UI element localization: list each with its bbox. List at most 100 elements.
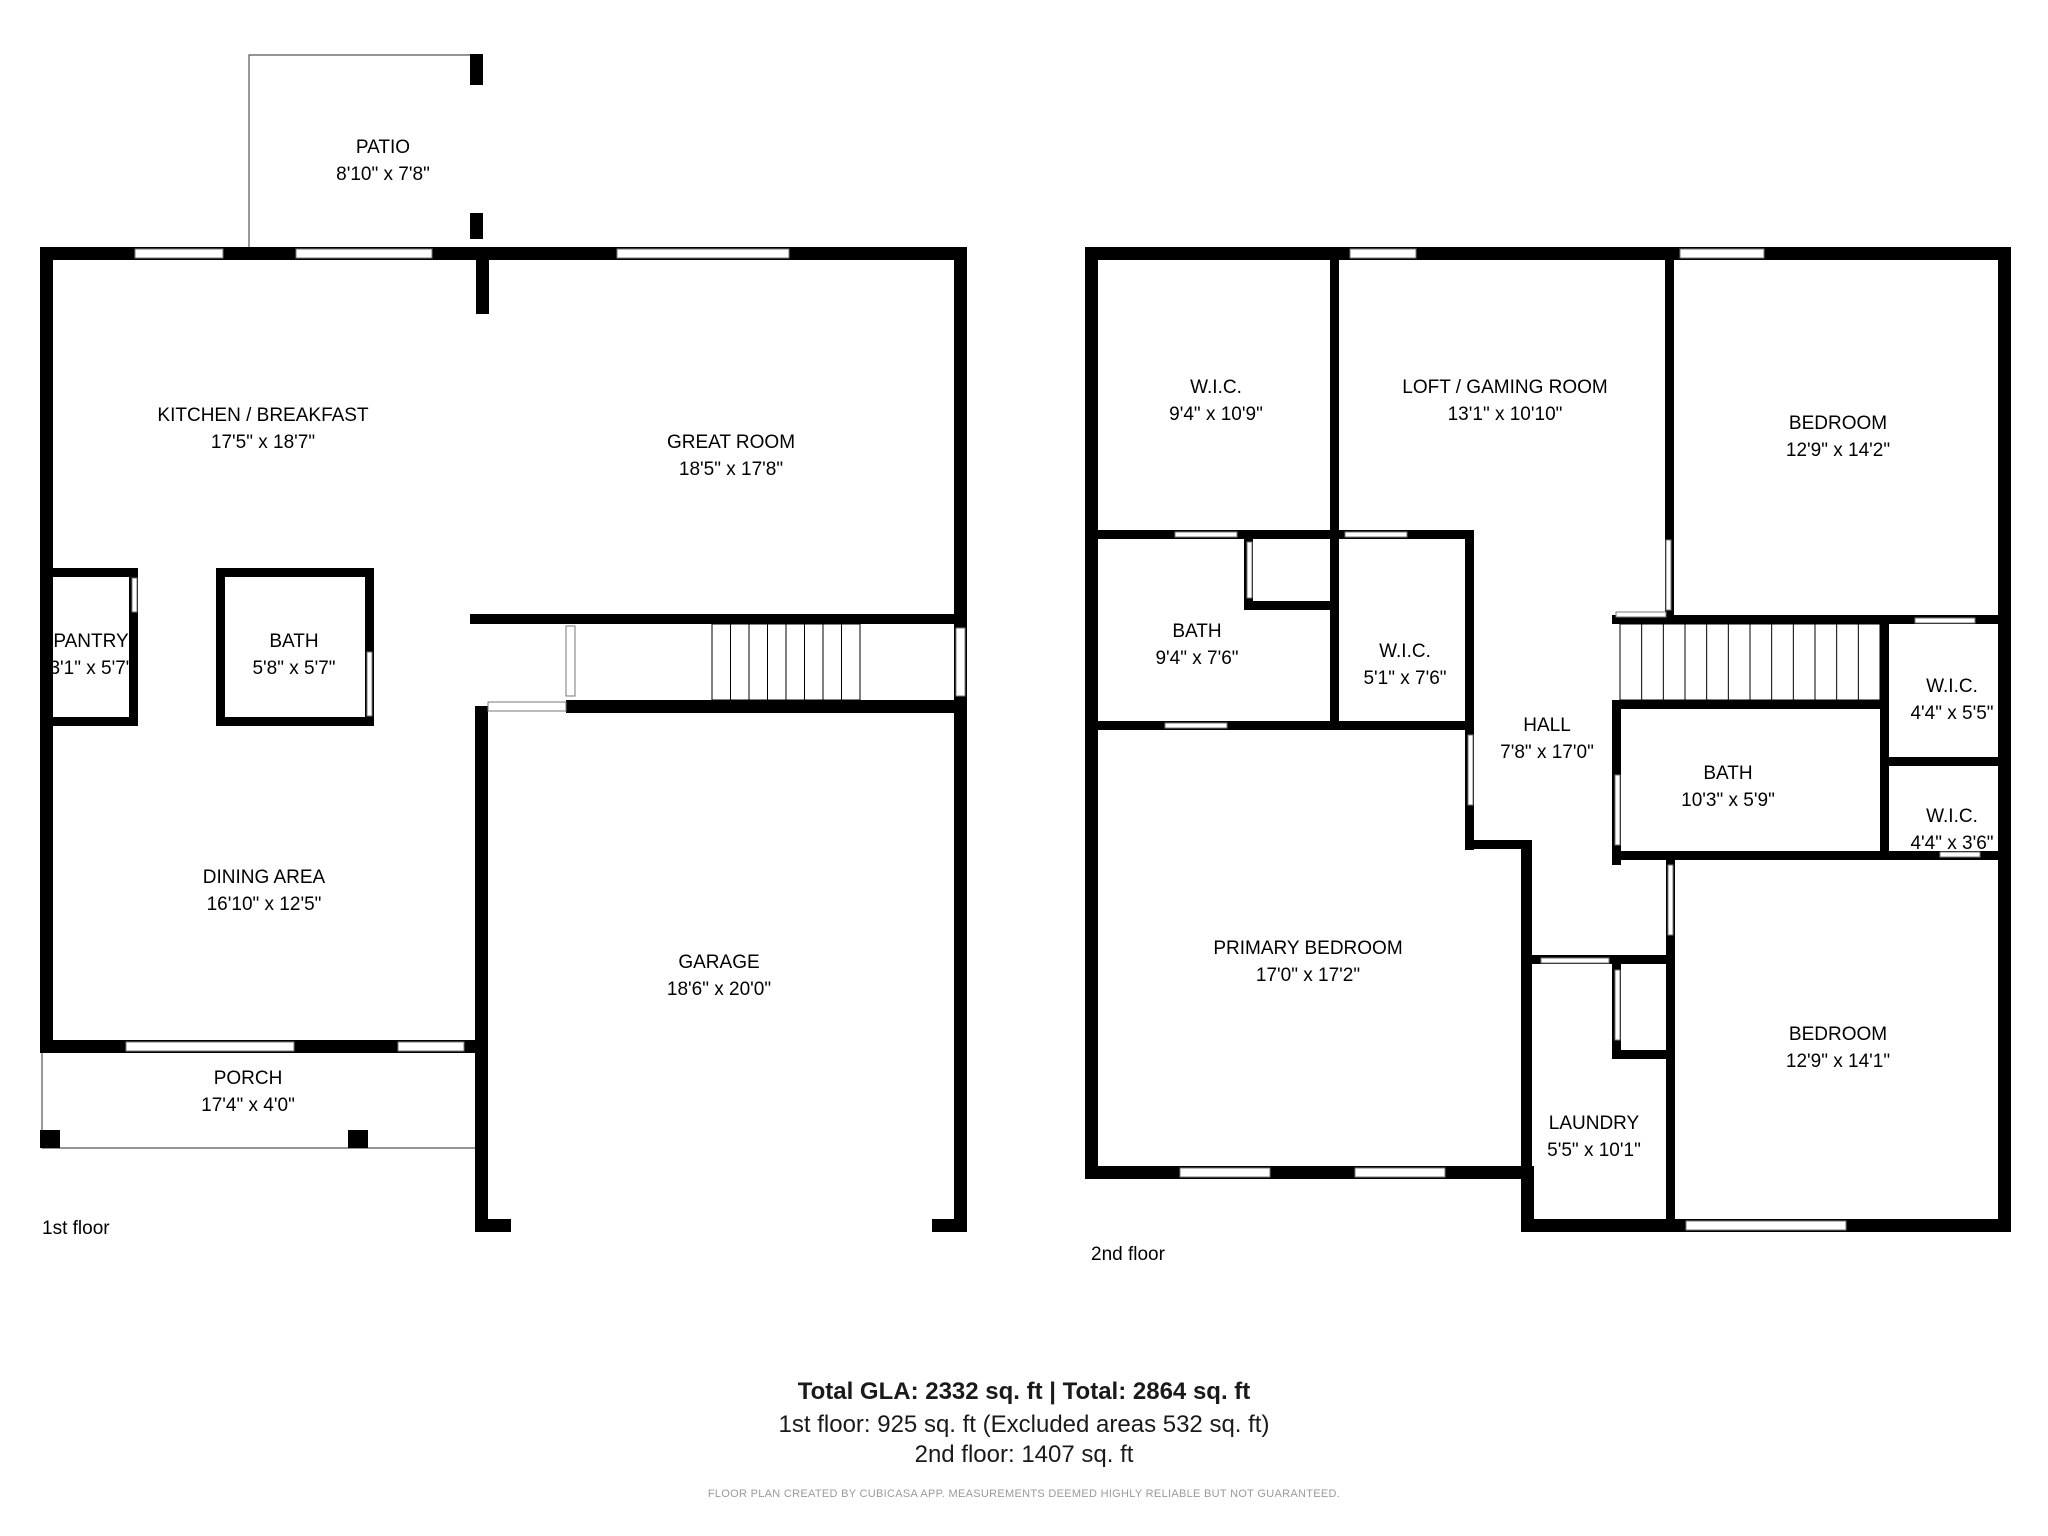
wall bbox=[1612, 851, 2011, 860]
wall bbox=[129, 568, 138, 726]
room-dimension-label: 4'4" x 5'5" bbox=[1910, 703, 1993, 724]
room-name-label: GREAT ROOM bbox=[667, 432, 795, 453]
room-dimension-label: 17'5" x 18'7" bbox=[211, 432, 315, 453]
room-dimension-label: 8'10" x 7'8" bbox=[336, 164, 430, 185]
room-name-label: GARAGE bbox=[678, 952, 759, 973]
room-dimension-label: 5'8" x 5'7" bbox=[252, 658, 335, 679]
wall bbox=[475, 706, 488, 1232]
room-name-label: LAUNDRY bbox=[1549, 1113, 1640, 1134]
wall bbox=[1998, 247, 2011, 1232]
room-dimension-label: 4'4" x 3'6" bbox=[1910, 833, 1993, 854]
room-name-label: PORCH bbox=[214, 1068, 283, 1089]
wall bbox=[50, 568, 138, 577]
window bbox=[131, 577, 138, 613]
window bbox=[1179, 1167, 1271, 1178]
room-name-label: W.I.C. bbox=[1379, 641, 1431, 662]
room-name-label: LOFT / GAMING ROOM bbox=[1402, 377, 1608, 398]
wall bbox=[1612, 700, 1888, 709]
room-name-label: W.I.C. bbox=[1926, 676, 1978, 697]
stairs bbox=[711, 623, 1881, 701]
window bbox=[1354, 1167, 1446, 1178]
room-name-label: PANTRY bbox=[53, 631, 129, 652]
floor-label-2nd: 2nd floor bbox=[1091, 1244, 1166, 1265]
room-dimension-label: 18'6" x 20'0" bbox=[667, 979, 771, 1000]
wall bbox=[216, 717, 374, 726]
window bbox=[616, 248, 790, 259]
window bbox=[1665, 539, 1672, 611]
patio-outline bbox=[248, 54, 474, 249]
first-floor-area: 1st floor: 925 sq. ft (Excluded areas 53… bbox=[778, 1411, 1270, 1438]
wall bbox=[1521, 1166, 1534, 1232]
window bbox=[134, 248, 224, 259]
wall bbox=[216, 568, 225, 726]
room-dimension-label: 12'9" x 14'2" bbox=[1786, 440, 1890, 461]
wall bbox=[1666, 860, 1675, 1220]
room-name-label: KITCHEN / BREAKFAST bbox=[157, 405, 369, 426]
porch-post bbox=[348, 1130, 368, 1148]
floor-label-1st: 1st floor bbox=[42, 1218, 110, 1239]
room-name-label: BATH bbox=[1172, 621, 1221, 642]
window bbox=[1914, 617, 1976, 624]
window bbox=[1679, 248, 1765, 259]
room-name-label: BATH bbox=[1703, 763, 1752, 784]
room-dimension-label: 13'1" x 10'10" bbox=[1448, 404, 1563, 425]
room-name-label: BEDROOM bbox=[1789, 1024, 1887, 1045]
room-name-label: BEDROOM bbox=[1789, 413, 1887, 434]
wall bbox=[50, 717, 138, 726]
walls bbox=[40, 54, 2011, 1232]
room-dimension-label: 17'4" x 4'0" bbox=[201, 1095, 295, 1116]
window bbox=[487, 701, 567, 712]
room-name-label: HALL bbox=[1523, 715, 1571, 736]
window bbox=[1164, 722, 1228, 729]
window bbox=[1344, 531, 1408, 538]
total-area-summary: Total GLA: 2332 sq. ft | Total: 2864 sq.… bbox=[797, 1378, 1251, 1405]
room-name-label: DINING AREA bbox=[203, 867, 326, 888]
window bbox=[1614, 774, 1621, 846]
wall bbox=[1090, 530, 1473, 539]
room-dimension-label: 17'0" x 17'2" bbox=[1256, 965, 1360, 986]
room-name-label: PRIMARY BEDROOM bbox=[1213, 938, 1402, 959]
room-name-label: W.I.C. bbox=[1190, 377, 1242, 398]
wall bbox=[1085, 1166, 1525, 1179]
window bbox=[125, 1041, 295, 1052]
wall bbox=[476, 258, 489, 314]
room-name-label: W.I.C. bbox=[1926, 806, 1978, 827]
wall bbox=[1244, 601, 1334, 610]
window bbox=[1615, 611, 1667, 618]
window bbox=[1685, 1220, 1847, 1231]
room-dimension-label: 5'5" x 10'1" bbox=[1547, 1140, 1641, 1161]
window bbox=[1349, 248, 1417, 259]
window bbox=[1667, 864, 1674, 936]
room-dimension-label: 5'1" x 7'6" bbox=[1363, 668, 1446, 689]
window bbox=[295, 248, 433, 259]
patio-post bbox=[470, 54, 483, 85]
wall bbox=[1090, 721, 1473, 730]
window bbox=[1246, 541, 1253, 599]
window bbox=[1540, 957, 1610, 964]
wall bbox=[216, 568, 374, 577]
second-floor-area: 2nd floor: 1407 sq. ft bbox=[914, 1441, 1134, 1468]
wall bbox=[1330, 258, 1339, 728]
window bbox=[1614, 969, 1621, 1041]
room-name-label: BATH bbox=[269, 631, 318, 652]
wall bbox=[954, 247, 967, 1232]
room-dimension-label: 12'9" x 14'1" bbox=[1786, 1051, 1890, 1072]
wall bbox=[566, 700, 967, 713]
room-dimension-label: 16'10" x 12'5" bbox=[207, 894, 322, 915]
window bbox=[1939, 851, 1981, 858]
wall bbox=[1465, 530, 1474, 850]
room-dimension-label: 9'4" x 7'6" bbox=[1155, 648, 1238, 669]
wall bbox=[1612, 1050, 1672, 1059]
wall bbox=[1665, 258, 1674, 618]
wall bbox=[40, 247, 53, 1053]
wall bbox=[470, 614, 967, 624]
wall bbox=[1085, 247, 1098, 1179]
wall bbox=[1612, 615, 2011, 624]
disclaimer: FLOOR PLAN CREATED BY CUBICASA APP. MEAS… bbox=[707, 1488, 1341, 1500]
wall bbox=[1880, 757, 2011, 766]
room-dimension-label: 3'1" x 5'7" bbox=[49, 658, 132, 679]
window bbox=[955, 627, 966, 697]
porch-post bbox=[40, 1130, 60, 1148]
window bbox=[366, 651, 373, 717]
